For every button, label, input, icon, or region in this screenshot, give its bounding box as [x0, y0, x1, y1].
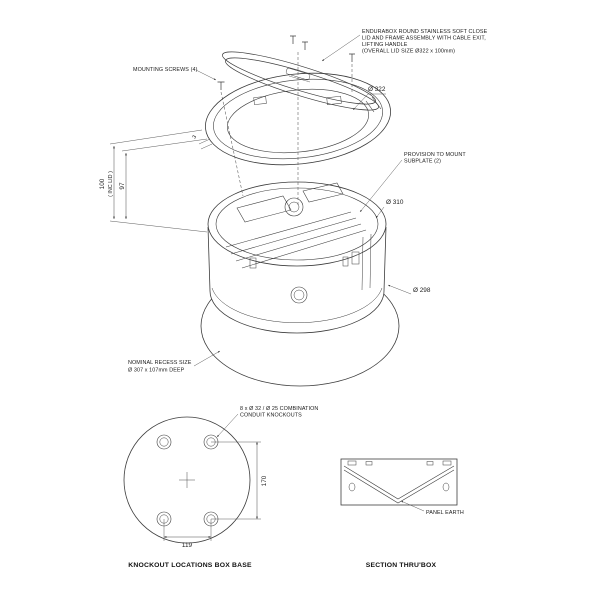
dim-dia-310: Ø 310: [375, 199, 404, 219]
dim-height-100-note: ( INC LID ): [108, 171, 114, 197]
extension-line: [109, 129, 203, 145]
dim-height-100: 100: [99, 178, 106, 189]
box-silhouette: [208, 182, 386, 333]
leader-line: [352, 93, 386, 111]
mounting-screws: [217, 35, 355, 90]
extension-line: [121, 138, 208, 152]
dim-dia-322-label: Ø 322: [368, 86, 386, 93]
subplate-plate-left: [236, 195, 292, 223]
frame-outer-edge: [204, 72, 392, 166]
leader-line: [216, 413, 239, 438]
lid-disc: [222, 51, 376, 105]
note-lid-line-3: LIFTING HANDLE: [362, 42, 408, 48]
front-wall-knockout: [290, 286, 308, 304]
box-top-outer-rim: [207, 181, 387, 267]
note-mounting-screws: MOUNTING SCREWS (4): [133, 67, 217, 81]
note-subplate-line-2: SUBPLATE (2): [404, 159, 441, 165]
side-hole: [348, 482, 356, 492]
exploded-assembly-view: [200, 35, 400, 387]
subplate-plate-right: [302, 182, 344, 203]
panel-earth-label: PANEL EARTH: [426, 510, 464, 516]
knockout: [156, 434, 172, 450]
section-base-profile: [343, 465, 455, 500]
dim-dia-298: Ø 298: [387, 284, 431, 295]
note-mounting-screws-label: MOUNTING SCREWS (4): [133, 67, 198, 73]
box-base-outline: [123, 416, 251, 544]
screw: [290, 35, 296, 44]
box-body: [207, 181, 387, 334]
dim-119-label: 119: [182, 542, 193, 549]
leader-line: [321, 34, 361, 62]
note-recess-line-2: Ø 307 x 107mm DEEP: [128, 368, 185, 374]
note-knockouts: 8 x Ø 32 / Ø 25 COMBINATION CONDUIT KNOC…: [216, 406, 318, 438]
knockout-view-title: KNOCKOUT LOCATIONS BOX BASE: [128, 562, 252, 569]
dim-height-97: 97: [119, 182, 126, 190]
extension-line: [109, 220, 208, 233]
note-subplate-line-1: PROVISION TO MOUNT: [404, 152, 466, 158]
section-view-title: SECTION THRU'BOX: [366, 562, 437, 569]
leader-line: [387, 284, 412, 295]
frame-opening: [227, 88, 369, 154]
screw: [302, 41, 308, 50]
interior-hole: [284, 197, 304, 217]
dim-dia-298-label: Ø 298: [413, 287, 431, 294]
dim-knockout-horizontal: 119: [163, 519, 212, 549]
dim-dia-310-label: Ø 310: [386, 199, 404, 206]
open-lid: [222, 51, 379, 111]
note-knockouts-line-1: 8 x Ø 32 / Ø 25 COMBINATION: [240, 406, 318, 412]
note-knockouts-line-2: CONDUIT KNOCKOUTS: [240, 413, 302, 419]
note-lid-assembly: ENDURABOX ROUND STAINLESS SOFT CLOSE LID…: [321, 29, 488, 62]
note-subplate: PROVISION TO MOUNT SUBPLATE (2): [359, 152, 466, 213]
box-top-inner-rim: [215, 187, 379, 261]
screw: [349, 53, 355, 62]
subplate-rails: [225, 211, 367, 269]
assembly-centerlines: [220, 52, 353, 205]
annotations: ENDURABOX ROUND STAINLESS SOFT CLOSE LID…: [99, 29, 488, 374]
dim-heights: 100 ( INC LID ) 97 3: [99, 129, 213, 233]
lid-frame-ring: [204, 72, 392, 166]
dim-dia-322: Ø 322: [352, 86, 386, 111]
note-recess-size: NOMINAL RECESS SIZE Ø 307 x 107mm DEEP: [128, 350, 221, 374]
conduit-knockouts: [156, 434, 219, 527]
box-bottom-edge: [209, 290, 385, 334]
note-lid-line-2: LID AND FRAME ASSEMBLY WITH CABLE EXIT,: [362, 36, 486, 42]
leader-line: [193, 350, 221, 367]
dim-170-label: 170: [261, 475, 268, 486]
dim-lid-thickness: 3: [192, 134, 199, 140]
leader-line: [359, 159, 403, 213]
section-view: PANEL EARTH SECTION THRU'BOX: [340, 458, 464, 569]
leader-line: [375, 206, 385, 219]
screw: [217, 81, 225, 90]
note-lid-line-1: ENDURABOX ROUND STAINLESS SOFT CLOSE: [362, 29, 488, 35]
leader-line: [195, 69, 217, 81]
note-recess-line-1: NOMINAL RECESS SIZE: [128, 360, 192, 366]
soft-close-hinge: [326, 96, 342, 105]
extension-line: [211, 441, 261, 520]
note-lid-line-4: (OVERALL LID SIZE Ø322 x 100mm): [362, 49, 455, 55]
dim-knockout-vertical: 170: [211, 441, 268, 520]
leader-line: [400, 500, 425, 512]
lifting-handle: [285, 67, 311, 81]
wall-slot: [351, 251, 360, 265]
knockout-locations-view: 8 x Ø 32 / Ø 25 COMBINATION CONDUIT KNOC…: [123, 406, 318, 569]
side-hole: [442, 482, 450, 492]
note-panel-earth: PANEL EARTH: [400, 500, 464, 516]
section-outline: [340, 458, 458, 506]
center-mark: [179, 472, 195, 488]
extension-line: [163, 519, 212, 541]
